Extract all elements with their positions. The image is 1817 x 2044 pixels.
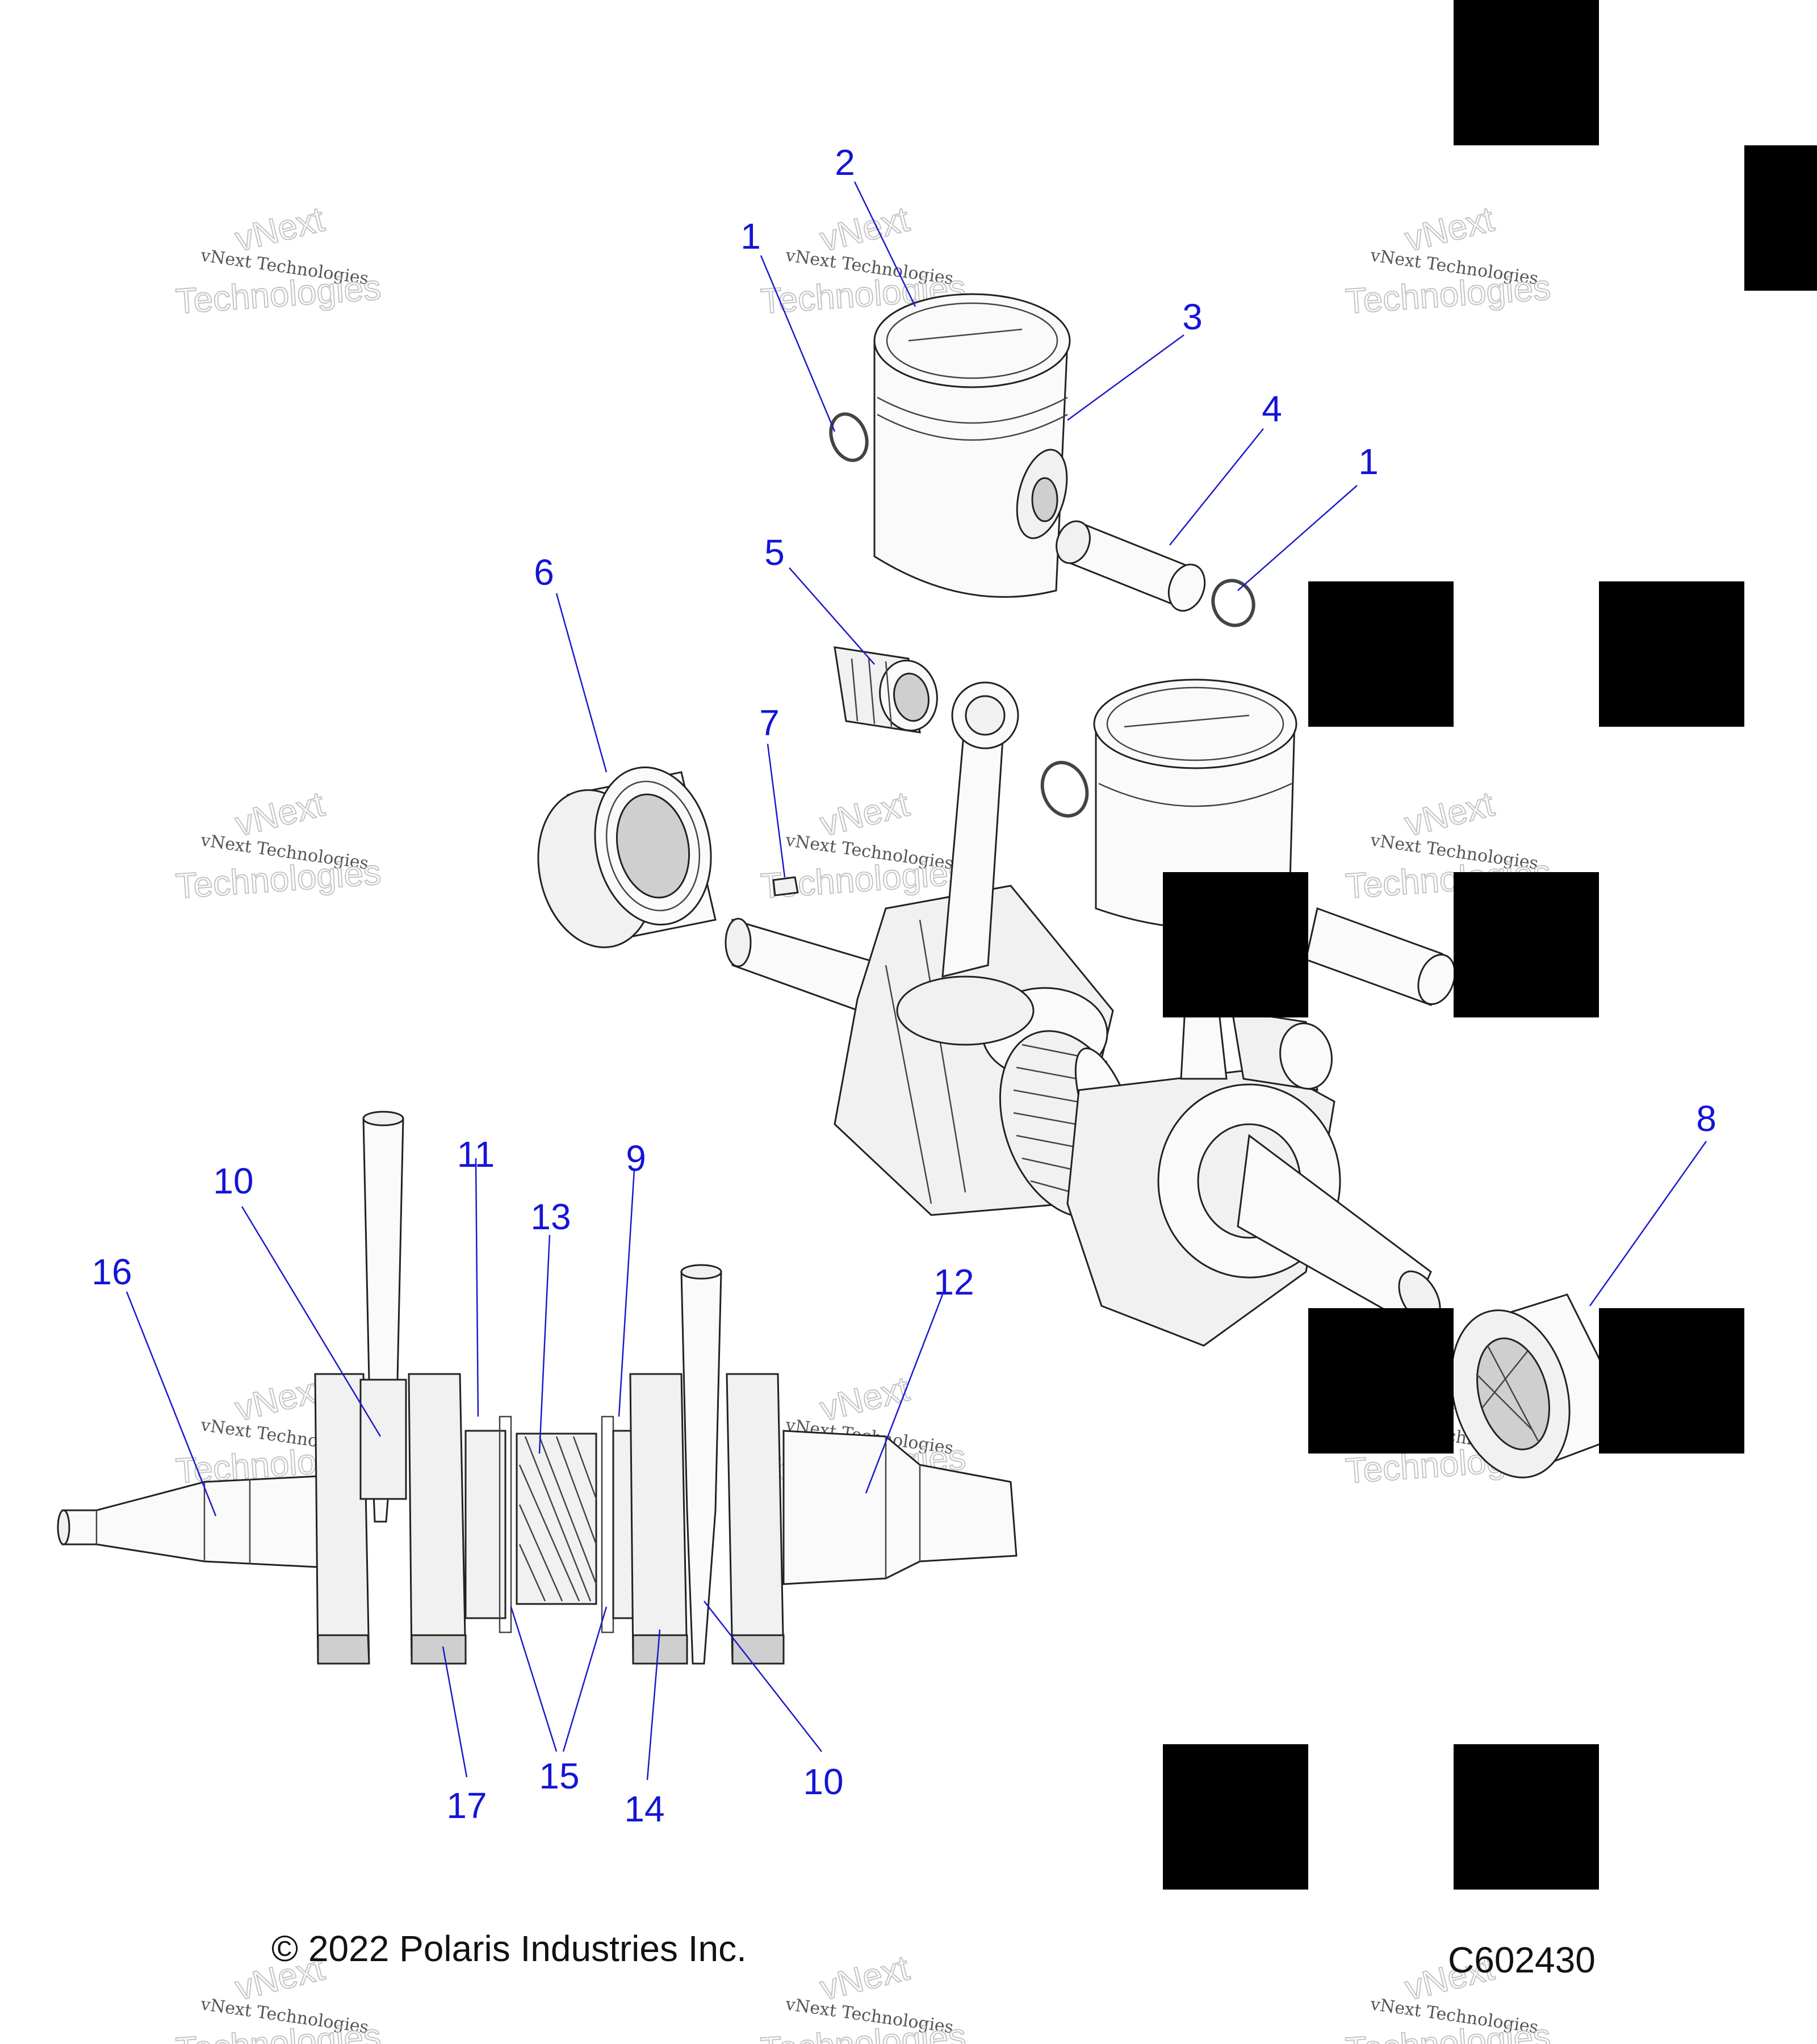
watermark-text: vNext <box>1401 785 1498 844</box>
watermark-text: vNext <box>817 785 913 844</box>
watermark-text: Technologies <box>174 268 382 321</box>
redaction-blocks <box>1163 0 1817 1890</box>
callout-label: 16 <box>91 1251 132 1292</box>
circlip-right <box>1211 579 1255 627</box>
callout-label: 5 <box>764 532 785 573</box>
crankshaft-assembled <box>725 681 1441 1347</box>
callout-label: 7 <box>759 702 780 743</box>
callout-label: 2 <box>835 142 855 183</box>
redaction-block <box>1163 872 1308 1017</box>
redaction-block <box>1744 145 1817 291</box>
callout-label: 15 <box>539 1756 579 1796</box>
wrist-pin <box>1056 520 1206 612</box>
redaction-block <box>1454 872 1599 1017</box>
callout-label: 3 <box>1182 296 1203 337</box>
piston-assembly-exploded <box>829 293 1255 734</box>
callout-label: 13 <box>530 1196 571 1237</box>
callout-label: 10 <box>803 1761 843 1802</box>
roller-bearing <box>1450 1293 1637 1478</box>
watermark-text: vNext <box>1401 200 1498 259</box>
figure-id: C602430 <box>1448 1940 1596 1980</box>
callout-label: 8 <box>1696 1098 1716 1139</box>
piston <box>873 293 1071 598</box>
redaction-block <box>1163 1744 1308 1890</box>
watermark-text: vNext <box>817 1949 913 2008</box>
watermark-text: vNext <box>817 1369 913 1429</box>
callout-label: 1 <box>1358 441 1379 482</box>
redaction-block <box>1454 0 1599 145</box>
callout-label: 17 <box>446 1785 487 1826</box>
callout-label: 6 <box>534 552 554 593</box>
watermark-text: vNext <box>817 200 913 259</box>
main-bearing <box>537 766 717 949</box>
copyright-notice: © 2022 Polaris Industries Inc. <box>271 1928 747 1969</box>
callout-label: 12 <box>933 1262 974 1302</box>
exploded-crank-gear <box>516 1433 597 1605</box>
needle-bearing-second <box>1231 1010 1333 1091</box>
callout-label: 9 <box>626 1138 646 1179</box>
watermark-text: vNext <box>232 200 328 259</box>
wrist-pin-second <box>1305 907 1456 1006</box>
woodruff-key <box>772 876 799 897</box>
callout-label: 1 <box>740 216 761 257</box>
callout-labels: 2 1 3 4 1 5 6 7 8 11 9 10 13 16 12 15 17… <box>91 142 1716 1829</box>
callout-label: 11 <box>457 1134 495 1175</box>
watermark-text: vNext <box>232 785 328 844</box>
redaction-block <box>1308 1308 1454 1454</box>
circlip-left <box>829 412 869 462</box>
circlip-second <box>1040 761 1089 818</box>
crankshaft-exploded <box>57 1111 1018 1665</box>
redaction-block <box>1599 1308 1744 1454</box>
callout-label: 14 <box>624 1789 664 1829</box>
watermark-text: Technologies <box>1344 268 1552 321</box>
watermark-text: Technologies <box>174 853 382 906</box>
redaction-block <box>1308 581 1454 727</box>
leader-lines <box>125 181 1707 1781</box>
redaction-block <box>1599 581 1744 727</box>
redaction-block <box>1454 1744 1599 1890</box>
callout-label: 10 <box>213 1161 253 1201</box>
watermark-text: vNext <box>232 1369 328 1429</box>
needle-bearing <box>834 646 938 734</box>
callout-label: 4 <box>1262 388 1282 429</box>
